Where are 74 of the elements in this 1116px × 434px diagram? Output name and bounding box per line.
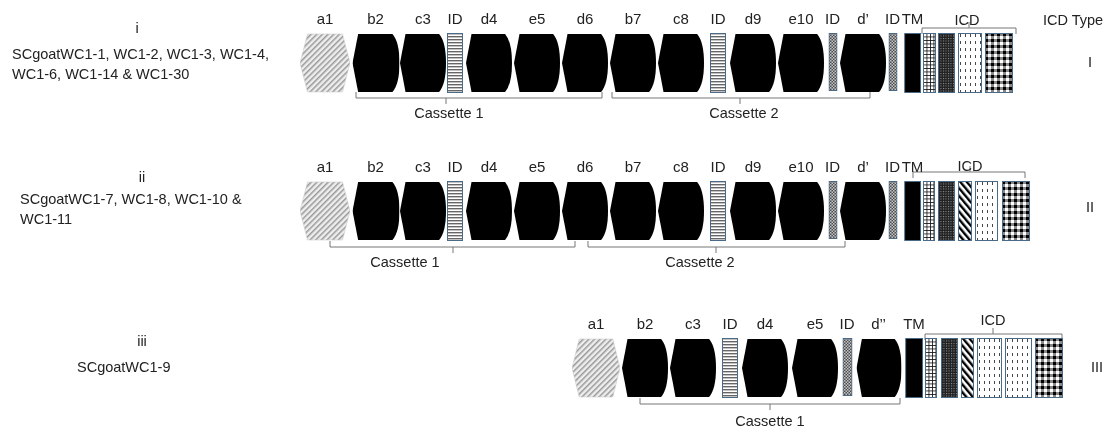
domain-label: TM xyxy=(901,10,924,28)
annotation-text: i xyxy=(135,19,139,38)
domain-label: d6 xyxy=(576,158,594,176)
domain-label: d6 xyxy=(576,10,594,28)
domain-label: TM xyxy=(903,315,925,333)
domain-label: b7 xyxy=(624,10,642,28)
domain-label: TM xyxy=(901,158,924,176)
annotation-text: Cassette 1 xyxy=(414,104,484,123)
domain-label: a1 xyxy=(316,158,334,176)
domain-label: d9 xyxy=(744,158,762,176)
checker-pattern-bar xyxy=(1035,338,1063,398)
annotation-text: SCgoatWC1-7, WC1-8, WC1-10 & WC1-11 xyxy=(20,190,243,229)
domain-label: ID xyxy=(885,158,900,176)
grid-pattern-bar xyxy=(923,33,936,93)
domain-label: e5 xyxy=(806,315,824,333)
checker-pattern-bar xyxy=(985,33,1013,93)
domain-label: ID xyxy=(885,10,900,28)
annotation-text: SCgoatWC1-9 xyxy=(77,358,171,377)
domain-label: e5 xyxy=(528,158,546,176)
domain-label: c8 xyxy=(673,158,689,176)
domain-label: a1 xyxy=(316,10,334,28)
domain-label: c3 xyxy=(415,10,431,28)
domain-label: ID xyxy=(447,10,463,28)
annotation-text: Cassette 1 xyxy=(370,253,440,272)
annotation-text: iii xyxy=(137,332,147,351)
domain-label: e10 xyxy=(788,158,814,176)
domain-label: c3 xyxy=(685,315,701,333)
domain-label: b2 xyxy=(367,158,384,176)
domain-label: ID xyxy=(825,158,840,176)
domain-label: d’ xyxy=(857,10,869,28)
domain-label: a1 xyxy=(587,315,605,333)
grid-pattern-bar xyxy=(925,338,937,398)
dashed-pattern-bar xyxy=(1005,338,1032,398)
dotted-pattern-bar xyxy=(938,33,955,93)
domain-label: e5 xyxy=(528,10,546,28)
domain-label: d4 xyxy=(480,10,498,28)
annotation-text: Cassette 2 xyxy=(709,104,779,123)
domain-label: d4 xyxy=(480,158,498,176)
domain-label: ID xyxy=(447,158,463,176)
annotation-text: III xyxy=(1090,358,1104,377)
annotation-text: Cassette 1 xyxy=(735,412,805,431)
domain-label: d’ xyxy=(857,158,869,176)
domain-label: b2 xyxy=(367,10,384,28)
domain-label: ID xyxy=(839,315,855,333)
dotted-pattern-bar xyxy=(938,181,955,241)
domain-label: ID xyxy=(825,10,840,28)
domain-label: c3 xyxy=(415,158,431,176)
domain-label: b7 xyxy=(624,158,642,176)
domain-label: d’’ xyxy=(871,315,886,333)
annotation-text: ii xyxy=(138,168,146,187)
checker-pattern-bar xyxy=(1002,181,1030,241)
annotation-text: ICD xyxy=(980,311,1006,330)
annotation-text: II xyxy=(1085,198,1095,217)
annotation-text: ICD xyxy=(954,11,980,30)
dashed-pattern-bar xyxy=(975,181,998,241)
annotation-text: SCgoatWC1-1, WC1-2, WC1-3, WC1-4, WC1-6, WC1-14 & WC1-30 xyxy=(12,45,271,84)
annotation-text: Cassette 2 xyxy=(665,253,735,272)
domain-label: c8 xyxy=(673,10,689,28)
dashed-pattern-bar xyxy=(958,33,982,93)
domain-label: ID xyxy=(710,158,726,176)
domain-label: ID xyxy=(710,10,726,28)
diagonal-stripe-bar xyxy=(958,181,972,241)
annotation-text: ICD Type xyxy=(1043,11,1104,30)
domain-label: d9 xyxy=(744,10,762,28)
annotation-text: I xyxy=(1088,53,1092,72)
domain-label: e10 xyxy=(788,10,814,28)
domain-label: d4 xyxy=(756,315,774,333)
diagonal-stripe-bar xyxy=(961,338,974,398)
annotation-text: ICD xyxy=(957,157,983,176)
domain-label: b2 xyxy=(636,315,654,333)
grid-pattern-bar xyxy=(923,181,935,241)
dotted-pattern-bar xyxy=(941,338,958,398)
dashed-pattern-bar xyxy=(977,338,1002,398)
domain-label: ID xyxy=(722,315,738,333)
